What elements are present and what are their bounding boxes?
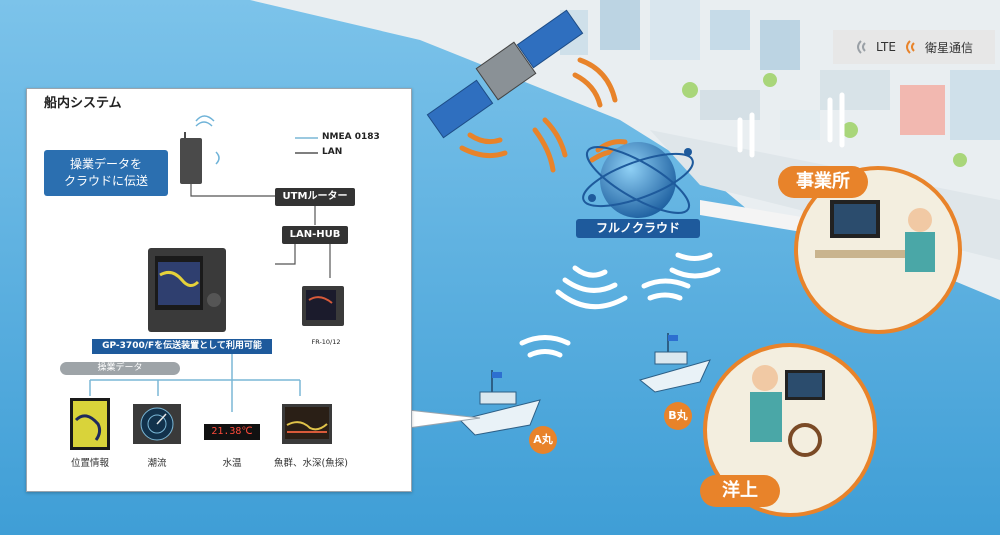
gp3700-label: GP-3700/Fを伝送装置として利用可能 [92,339,272,354]
fr-radar-icon [302,286,344,326]
fr-label: FR-10/12 [300,338,352,346]
utm-router-node: UTMルーター [275,188,355,206]
sea-label: 洋上 [700,475,780,507]
plotter-icon [70,398,110,450]
cloud-label: フルノクラウド [576,219,700,238]
lan-hub-node: LAN-HUB [282,226,348,244]
operation-data-title: 操業データ [60,362,180,375]
device-label-current: 潮流 [117,455,197,469]
current-meter-icon [133,404,181,444]
gp3700-icon [148,248,226,332]
transmitter-icon [180,116,219,184]
transmit-callout-text: 操業データを クラウドに伝送 [64,156,148,190]
legend-lan-label: LAN [322,147,342,157]
ship-b-label: B丸 [664,402,692,430]
legend-nmea-label: NMEA 0183 [322,132,380,142]
fish-finder-icon [282,404,332,444]
transmit-callout: 操業データを クラウドに伝送 [44,150,168,196]
ship-a-label: A丸 [529,426,557,454]
temp-reading: 21.38℃ [206,426,258,437]
device-label-temperature: 水温 [192,455,272,469]
device-label-fishfinder: 魚群、水深(魚探) [266,455,356,469]
office-label: 事業所 [778,166,868,198]
